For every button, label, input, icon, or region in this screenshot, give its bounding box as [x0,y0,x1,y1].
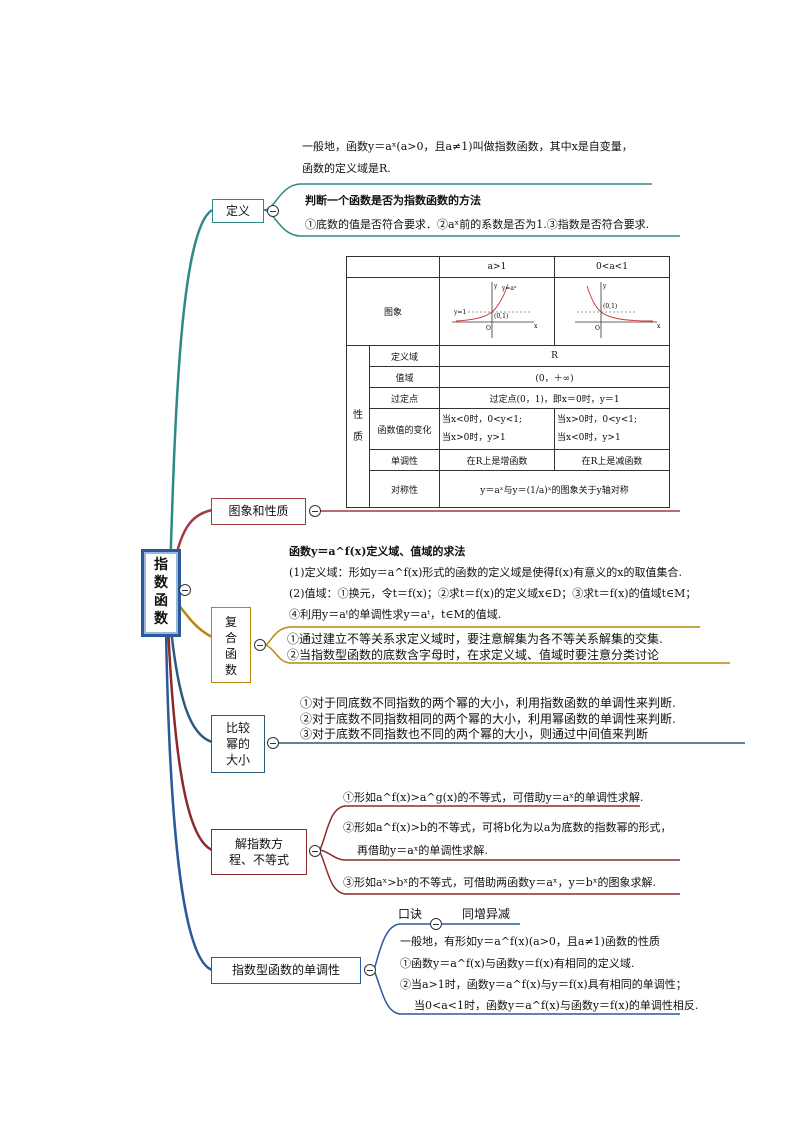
composite-node[interactable]: 复合函数 [211,607,251,683]
change-a2-1: 当x>0时，0<y<1; [557,415,637,425]
equations-line1: ①形如a^f(x)>a^g(x)的不等式，可借助y＝aˣ的单调性求解. [343,791,644,804]
definition-collapse-icon[interactable] [267,205,279,217]
composite-note2: ②当指数型函数的底数含字母时，在求定义域、值域时要注意分类讨论 [287,648,660,662]
change-a1-2: 当x>0时，y>1 [442,433,506,443]
graph2-pt-label: (0,1) [603,303,617,310]
connector-definition [168,208,213,576]
graph2-x-label: x [657,323,661,330]
connector-equations [166,624,213,852]
properties-table: a>1 0<a<1 图象 y y=aˣ x O y=1 (0,1) [346,256,670,508]
monotonic-node[interactable]: 指数型函数的单调性 [211,957,361,984]
prop-label-2: 质 [353,431,363,443]
graph1-o-label: O [486,325,491,332]
mono-a2: 在R上是减函数 [554,449,670,471]
monotonic-line2: ①函数y＝a^f(x)与函数y＝f(x)有相同的定义域. [400,957,635,970]
compare-collapse-icon[interactable] [267,737,279,749]
graph1-x-label: x [534,323,538,330]
graph-collapse-icon[interactable] [309,505,321,517]
graph2-y-label: y [602,283,607,290]
sym-value: y＝aˣ与y＝(1/a)ˣ的图象关于y轴对称 [439,470,670,508]
equations-collapse-icon[interactable] [309,845,321,857]
definition-node[interactable]: 定义 [212,199,264,223]
definition-label: 定义 [225,204,250,218]
domain-value: R [439,345,670,367]
domain-label: 定义域 [369,345,440,367]
equations-node[interactable]: 解指数方程、不等式 [211,829,307,875]
composite-line1: (1)定义域：形如y＝a^f(x)形式的函数的定义域是使得f(x)有意义的x的取… [289,566,682,579]
range-label: 值域 [369,366,440,388]
composite-line3: ④利用y＝aᵗ的单调性求y＝aᵗ，t∈M的值域. [289,608,502,621]
composite-line2: (2)值域：①换元，令t＝f(x)；②求t＝f(x)的定义域x∈D；③求t＝f(… [289,587,697,600]
composite-note1: ①通过建立不等关系求定义域时，要注意解集为各不等关系解集的交集. [287,632,663,646]
graph-node[interactable]: 图象和性质 [211,498,306,525]
change-a1-1: 当x<0时，0<y<1; [442,415,522,425]
range-value: (0，＋∞) [439,366,670,388]
composite-title: 函数y＝a^f(x)定义域、值域的求法 [289,545,466,558]
equations-line2a: ②形如a^f(x)>b的不等式，可将b化为以a为底数的指数幂的形式， [343,821,672,834]
definition-method-text: ①底数的值是否符合要求．②aˣ前的系数是否为1.③指数是否符合要求. [305,218,650,231]
graph-a-gt-1: y y=aˣ x O y=1 (0,1) [452,282,538,338]
compare-line3: ③对于底数不同指数也不同的两个幂的大小，则通过中间值来判断 [300,727,649,741]
prop-label-1: 性 [353,409,363,421]
equations-line2b: 再借助y＝aˣ的单调性求解. [357,844,488,857]
mono-label: 单调性 [369,449,440,471]
compare-line1: ①对于同底数不同指数的两个幂的大小，利用指数函数的单调性来判断. [300,696,676,710]
definition-line2: 函数的定义域是R. [302,162,391,175]
monotonic-collapse-icon[interactable] [364,964,376,976]
fixed-value: 过定点(0，1)，即x＝0时，y＝1 [439,387,670,409]
graph-label: 图象和性质 [228,504,289,518]
header-a-lt-1: 0<a<1 [554,256,670,278]
connector-monotonic [164,629,213,972]
compare-node[interactable]: 比较幂的大小 [211,715,265,773]
connector-compare [168,619,213,744]
root-collapse-icon[interactable] [179,584,191,596]
mono-a1: 在R上是增函数 [439,449,555,471]
graph1-curve-label: y=aˣ [501,285,517,292]
graph1-pt-label: (0,1) [494,313,508,320]
compare-label: 比较幂的大小 [225,721,250,767]
compare-line2: ②对于底数不同指数相同的两个幂的大小，利用幂函数的单调性来判断. [300,712,676,726]
equations-line3: ③形如aˣ>bˣ的不等式，可借助两函数y＝aˣ，y＝bˣ的图象求解. [343,876,656,889]
graph2-o-label: O [595,325,600,332]
fixed-label: 过定点 [369,387,440,409]
monotonic-rhyme-label: 口诀 [398,907,423,921]
root-label: 指数函数 [154,557,168,627]
change-a2-2: 当x<0时，y>1 [557,433,621,443]
equations-label: 解指数方程、不等式 [228,837,289,867]
change-label: 函数值的变化 [369,408,440,450]
root-node[interactable]: 指数函数 [141,549,181,637]
definition-method-title: 判断一个函数是否为指数函数的方法 [305,194,481,207]
graph1-y1-label: y=1 [453,309,466,316]
rhyme-collapse-icon[interactable] [430,918,442,930]
monotonic-line3: ②当a>1时，函数y＝a^f(x)与y＝f(x)具有相同的单调性； [400,978,687,991]
definition-line1: 一般地，函数y＝aˣ(a>0，且a≠1)叫做指数函数，其中x是自变量， [302,140,633,153]
sym-label: 对称性 [369,470,440,508]
monotonic-rhyme-value: 同增异减 [462,907,511,921]
monotonic-line1: 一般地，有形如y＝a^f(x)(a>0，且a≠1)函数的性质 [400,935,660,948]
graph-a-lt-1: y x O (0,1) [575,282,661,338]
monotonic-label: 指数型函数的单调性 [231,963,340,977]
row-graph-label: 图象 [346,277,440,346]
graph1-y-label: y [493,283,498,290]
composite-collapse-icon[interactable] [254,639,266,651]
monotonic-line4: 当0<a<1时，函数y＝a^f(x)与函数y＝f(x)的单调性相反. [414,999,699,1012]
header-a-gt-1: a>1 [439,256,555,278]
composite-label: 复合函数 [224,615,237,677]
